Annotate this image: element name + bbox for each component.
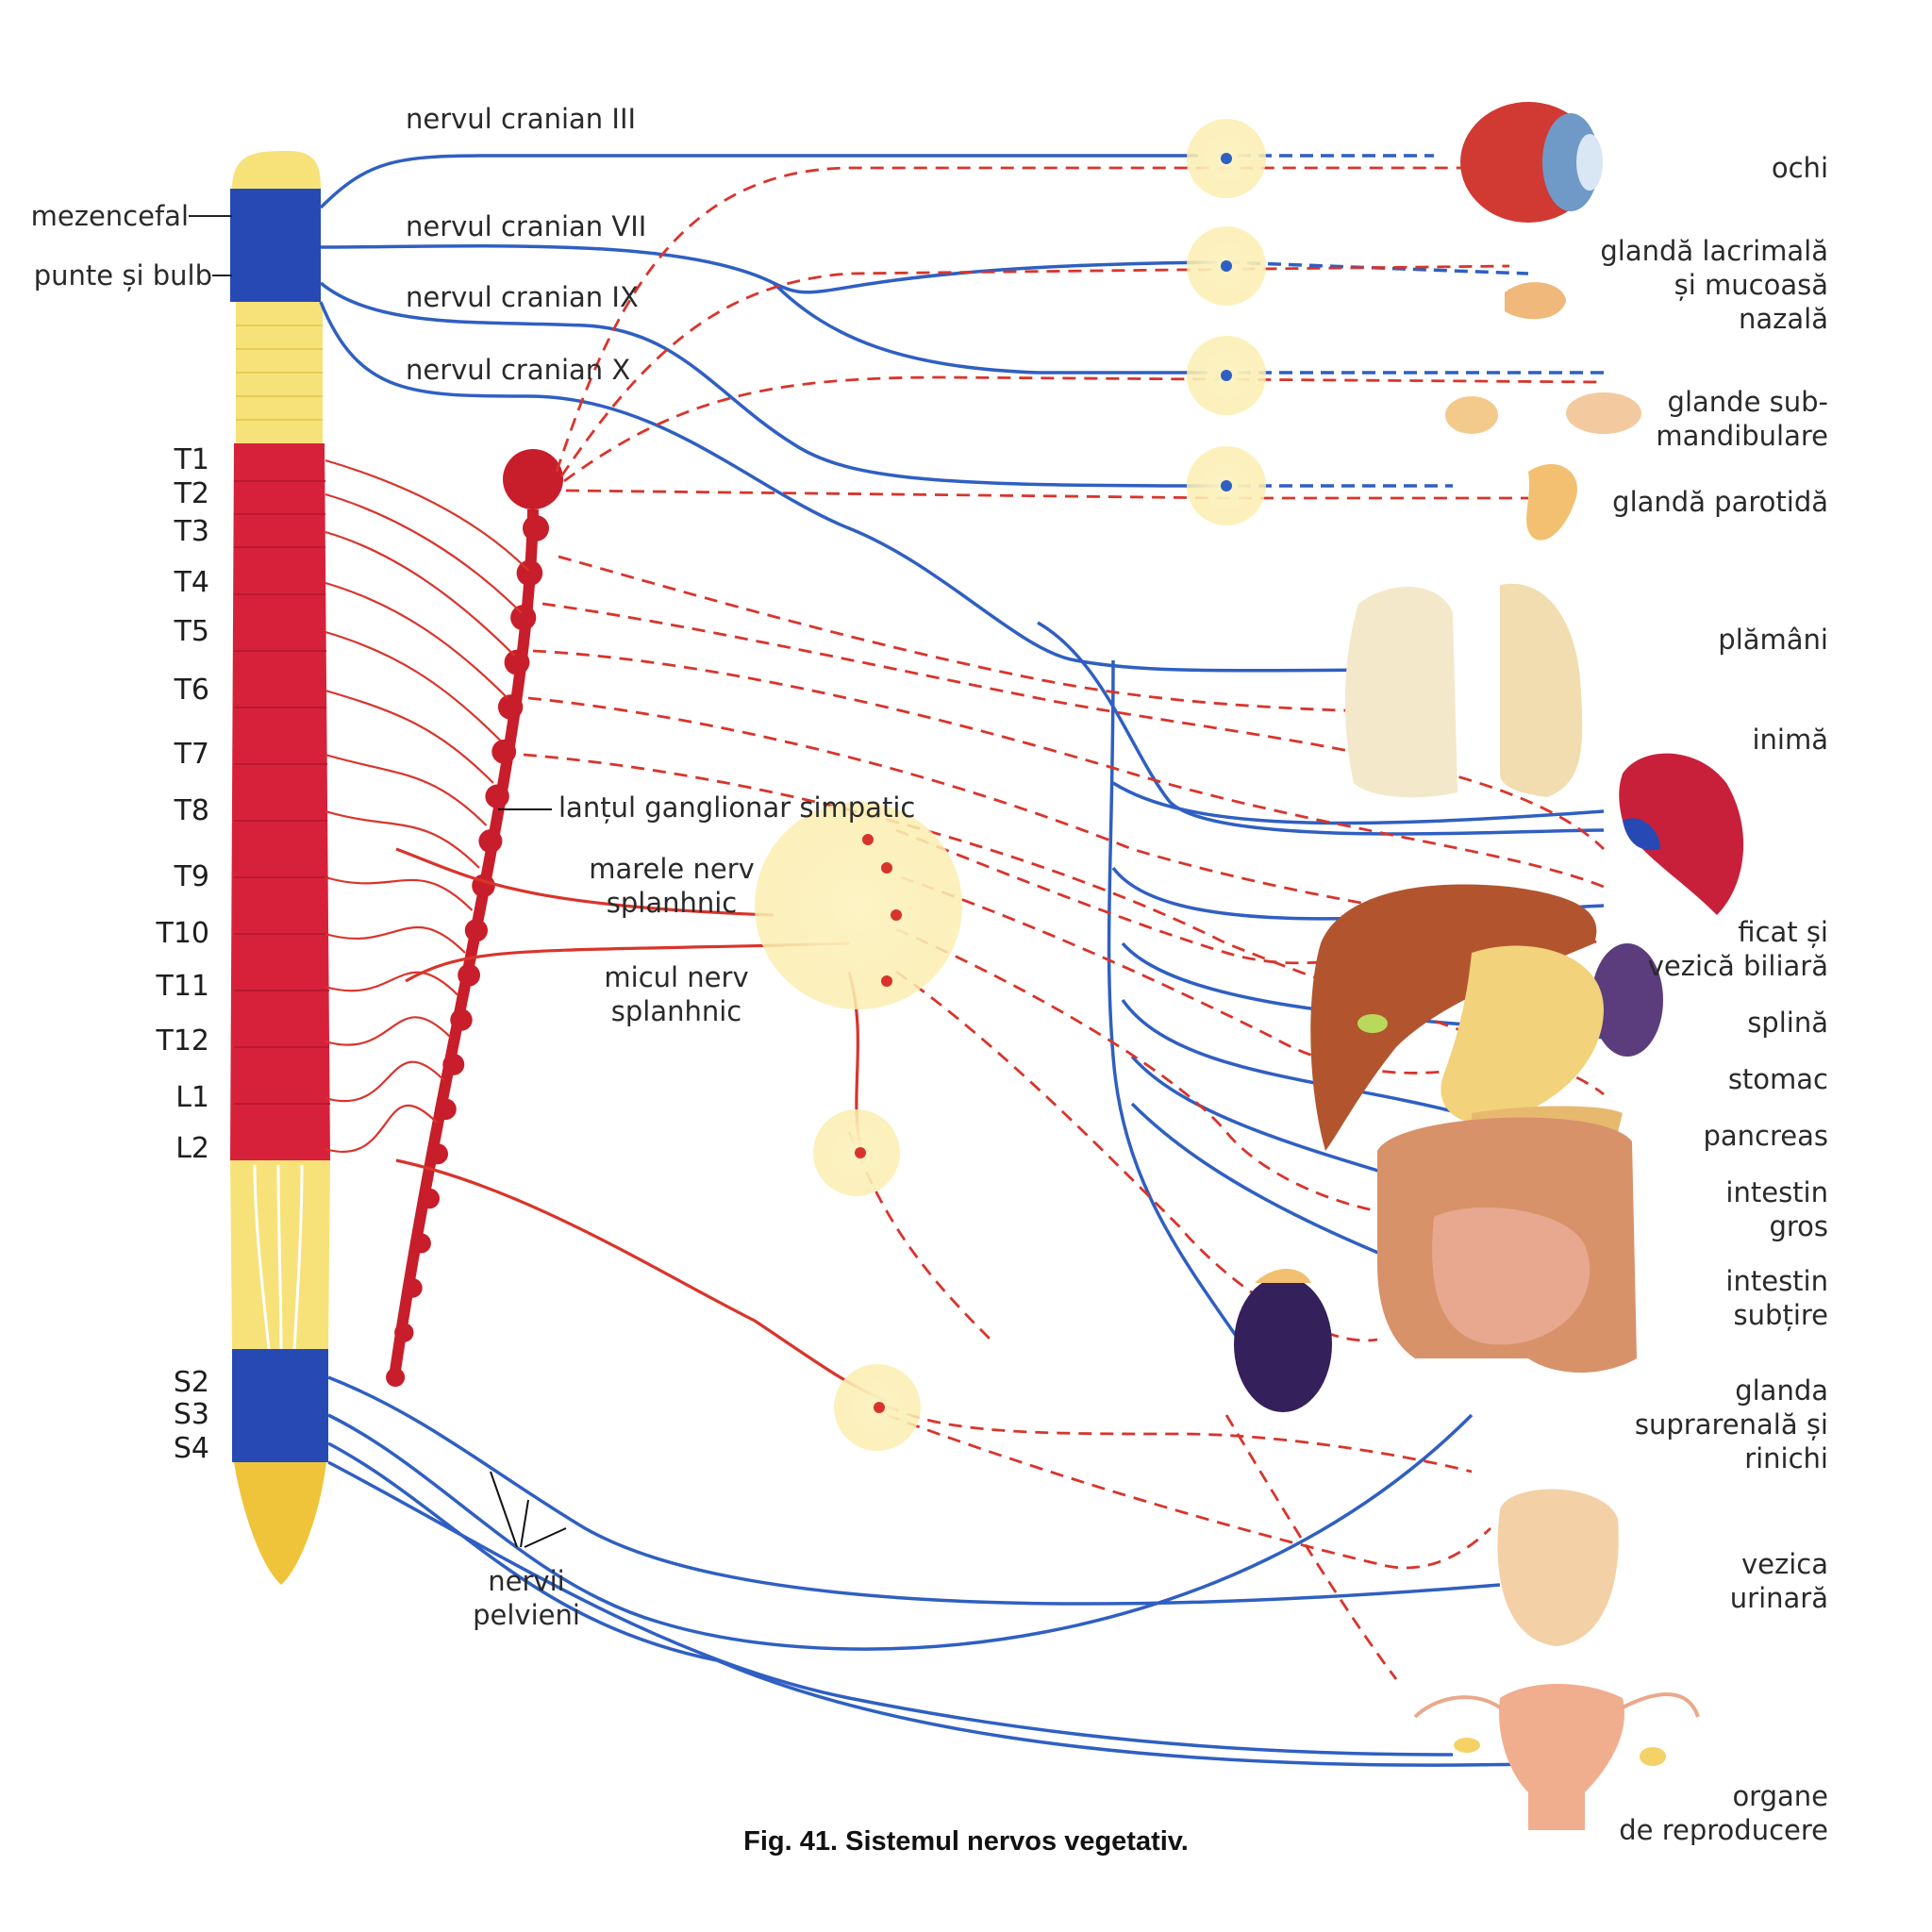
chain-ganglion xyxy=(419,1188,441,1209)
sacral-region xyxy=(232,1349,328,1462)
preganglionic-fiber xyxy=(325,458,530,572)
cauda xyxy=(234,1462,326,1585)
pelvic-leaders xyxy=(490,1471,567,1548)
small-intestine-organ xyxy=(1432,1208,1591,1345)
cranial-nerve-x-path xyxy=(319,301,1435,673)
heart-organ xyxy=(1619,753,1744,915)
kidney-organ xyxy=(1234,1276,1332,1412)
spleen-organ xyxy=(1591,943,1663,1057)
preganglionic-fiber xyxy=(325,809,480,869)
chain-ganglion xyxy=(464,919,488,942)
preganglionic-fiber xyxy=(325,492,523,614)
chain-ganglion xyxy=(485,784,509,808)
chain-ganglion xyxy=(426,1143,448,1165)
chain-ganglion xyxy=(442,1053,465,1075)
preganglionic-fiber xyxy=(325,530,516,657)
submandibular-gland-organ xyxy=(1445,396,1498,434)
preganglionic-fiber xyxy=(325,875,474,911)
chain-ganglion xyxy=(497,694,524,720)
adrenal-gland-organ xyxy=(1255,1269,1311,1283)
preganglionic-fiber xyxy=(325,971,459,996)
chain-ganglion xyxy=(410,1233,431,1254)
stomach-organ xyxy=(1441,945,1604,1124)
pelvic-nerves xyxy=(327,1375,1529,1767)
chain-ganglion xyxy=(386,1368,406,1387)
eye-organ xyxy=(1460,102,1603,223)
chain-ganglion xyxy=(435,1098,457,1121)
organs xyxy=(1234,102,1744,1830)
brainstem-block xyxy=(230,189,321,302)
gallbladder xyxy=(1357,1014,1388,1033)
preganglionic-fiber xyxy=(325,753,488,826)
preganglionic-fibers xyxy=(325,458,530,1153)
preganglionic-fiber xyxy=(325,1016,452,1046)
preganglionic-fiber xyxy=(325,1104,438,1153)
celiac-ganglion xyxy=(755,802,962,1009)
vagus-trunk xyxy=(1037,621,1605,836)
lacrimal-gland-organ xyxy=(1505,282,1566,320)
ganglion-synapses xyxy=(855,153,1232,1413)
preganglionic-fiber xyxy=(325,689,494,784)
spinal-cord xyxy=(230,151,330,1585)
thoracic-lumbar-region xyxy=(230,443,330,1160)
preganglionic-fiber xyxy=(325,581,508,699)
chain-ganglion xyxy=(394,1323,414,1342)
cranial-nerve-vii-path xyxy=(320,244,1218,375)
bladder-organ xyxy=(1497,1489,1619,1646)
chain-ganglion xyxy=(523,515,549,541)
reproductive-organ xyxy=(1499,1684,1624,1830)
sympathetic-chain xyxy=(386,449,563,1387)
brain-cap xyxy=(232,151,321,189)
chain-ganglion xyxy=(478,829,503,854)
ganglia xyxy=(755,119,1266,1451)
chain-ganglion xyxy=(510,605,537,631)
chain-ganglion xyxy=(458,963,480,987)
chain-ganglion xyxy=(450,1008,473,1031)
cranial-nerve-ix-path xyxy=(319,281,1218,488)
preganglionic-fiber xyxy=(325,630,502,741)
preganglionic-fiber xyxy=(325,926,466,954)
chain-ganglion xyxy=(402,1277,423,1298)
chain-ganglion xyxy=(504,649,530,675)
chain-ganglion xyxy=(491,739,517,764)
cranial-nerve-iii-path xyxy=(319,154,1198,209)
preganglionic-fiber xyxy=(325,1060,445,1103)
splanchnic-nerves xyxy=(395,847,888,1403)
lungs-organ xyxy=(1344,586,1457,798)
parotid-gland-organ xyxy=(1526,463,1577,541)
